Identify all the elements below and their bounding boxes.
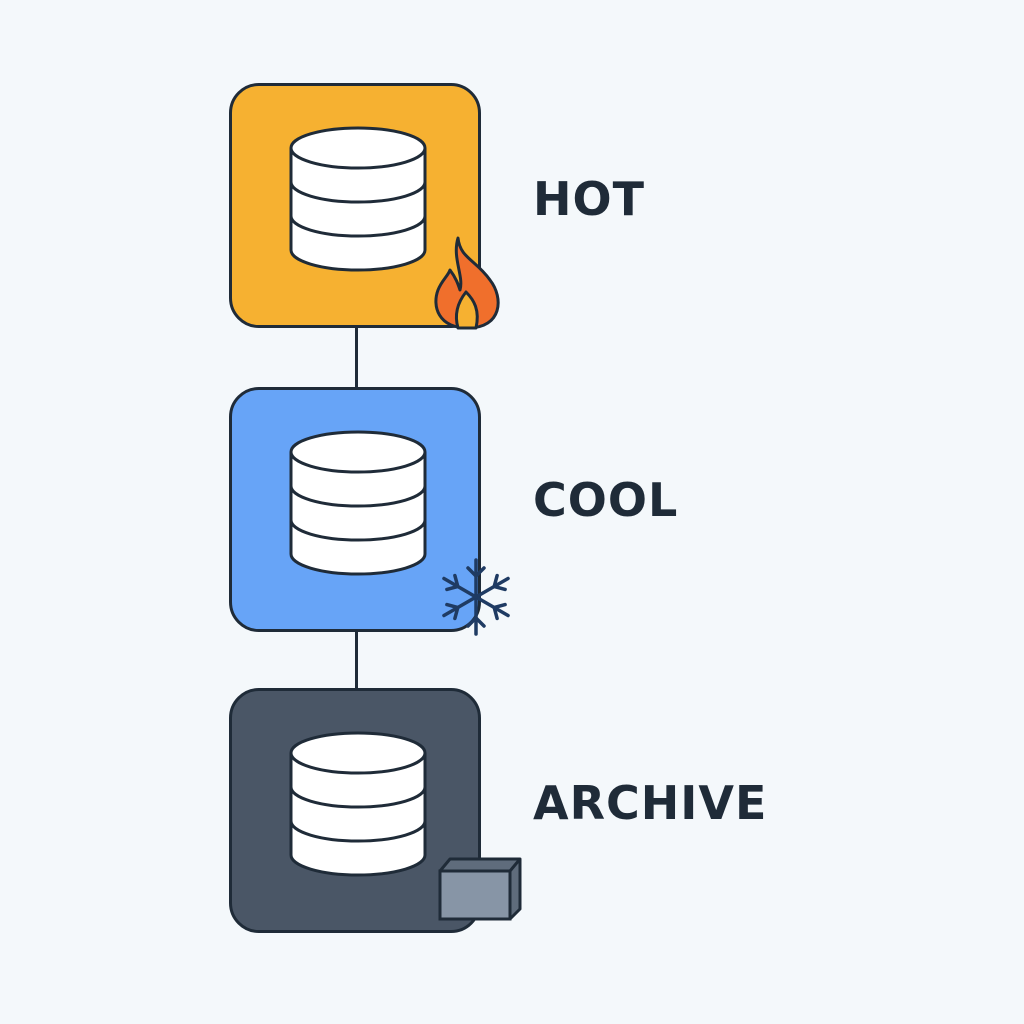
- tier-label-hot: HOT: [533, 172, 645, 226]
- tier-label-cool: COOL: [533, 473, 679, 527]
- database-icon: [289, 126, 427, 272]
- connector-cool-archive: [355, 632, 358, 690]
- tier-hot: [229, 83, 481, 328]
- archive-box-icon: [438, 857, 522, 921]
- tier-label-archive: ARCHIVE: [533, 776, 768, 830]
- tier-cool: [229, 387, 481, 632]
- database-icon: [289, 430, 427, 576]
- snowflake-icon: [442, 558, 510, 636]
- tier-archive: [229, 688, 481, 933]
- database-icon: [289, 731, 427, 877]
- connector-hot-cool: [355, 328, 358, 388]
- flame-icon: [434, 236, 500, 330]
